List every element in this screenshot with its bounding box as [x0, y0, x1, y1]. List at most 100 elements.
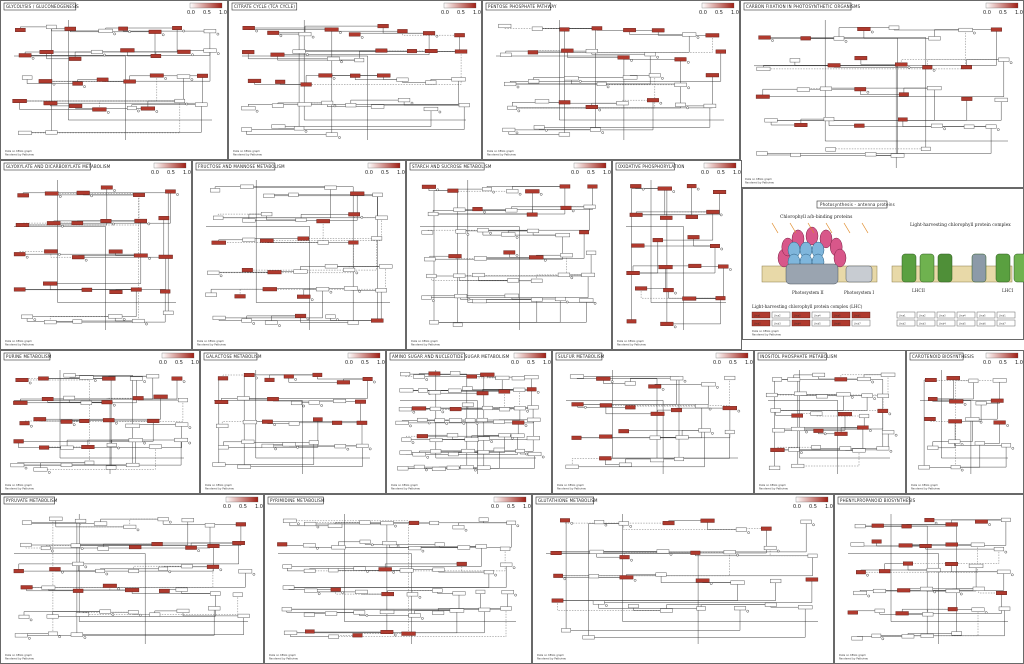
compound-node: [360, 215, 364, 219]
pathway-title-box: [555, 352, 603, 361]
gene-box: [495, 375, 510, 380]
light-arrow: [825, 222, 833, 234]
gene-box-highlighted: [695, 578, 710, 583]
reaction-edge: [934, 29, 997, 39]
compound-node: [143, 441, 146, 445]
gene-box: [176, 608, 190, 613]
reaction-edge: [908, 549, 1000, 564]
gene-box: [579, 298, 594, 303]
compound-node: [394, 524, 397, 528]
pathway-title-box: [743, 2, 852, 11]
gene-box: [125, 462, 140, 468]
gene-box: [464, 437, 479, 442]
gene-box: [395, 420, 409, 425]
gene-box: [448, 418, 463, 423]
scale-tick-label: 0.0: [223, 504, 231, 510]
gene-box: [418, 388, 428, 393]
compound-node: [427, 421, 431, 425]
gene-box-highlighted: [313, 417, 323, 422]
gene-box: [429, 437, 443, 443]
gene-box-highlighted: [297, 294, 311, 299]
reaction-edge: [47, 378, 178, 400]
gene-box-highlighted: [827, 63, 841, 68]
compound-node: [33, 318, 37, 322]
reaction-edge: [52, 593, 216, 617]
compound-node: [571, 209, 575, 213]
node-group: [498, 23, 727, 137]
gene-box: [527, 405, 539, 410]
compound-node: [823, 432, 827, 436]
compound-node: [122, 318, 126, 321]
gene-box-highlighted: [901, 524, 912, 529]
compound-node: [145, 322, 148, 326]
photosystem-ii-core: [785, 263, 839, 285]
reaction-edge: [74, 51, 97, 59]
reaction-edge: [248, 213, 267, 221]
compound-node: [539, 192, 543, 196]
node-group: [12, 24, 220, 135]
compound-node: [273, 423, 276, 427]
lhc-gene-label: Lhcb5: [814, 322, 821, 325]
gene-box: [791, 426, 805, 432]
gene-box: [1001, 443, 1012, 448]
gene-box: [123, 524, 137, 529]
gene-box-highlighted: [19, 421, 30, 426]
gene-box-highlighted: [961, 65, 973, 70]
gene-box-highlighted: [17, 193, 29, 198]
lhc-gene-box: [896, 319, 916, 327]
scale-tick-label: 1.0: [1015, 360, 1023, 366]
reaction-edge: [605, 432, 730, 459]
gene-box-highlighted: [348, 32, 361, 37]
reaction-edge: [966, 59, 1004, 68]
compound-node: [672, 190, 676, 193]
lhc-gene-label: Lhcb2: [754, 322, 761, 325]
reaction-edge: [46, 52, 76, 60]
main-flow-edge: [650, 180, 726, 303]
reaction-edge: [289, 520, 409, 634]
gene-box: [460, 465, 474, 470]
footer-line: Data on KEGG graph: [537, 653, 564, 657]
lhc-gene-label: Lhca3: [794, 314, 801, 317]
scale-tick-label: 0.0: [793, 504, 801, 510]
gene-box: [271, 124, 286, 129]
lhcb-protein: [833, 248, 847, 268]
compound-node: [963, 403, 967, 406]
gene-box: [864, 152, 877, 157]
gene-box-highlighted: [559, 184, 571, 189]
gene-box-highlighted: [924, 417, 936, 422]
gene-box: [240, 184, 254, 189]
gene-box: [596, 81, 607, 86]
compound-node: [182, 380, 186, 383]
gene-box: [993, 547, 1005, 552]
gene-box: [447, 452, 459, 457]
footer-line: Data on KEGG graph: [911, 483, 938, 487]
gene-box-highlighted: [262, 419, 273, 424]
gene-box: [399, 568, 414, 573]
gene-box: [561, 628, 571, 633]
compound-node: [661, 388, 665, 391]
gene-box: [528, 79, 540, 84]
gene-box: [530, 278, 543, 283]
compound-node: [517, 109, 521, 113]
gene-box: [205, 292, 217, 297]
color-scale-bar: [161, 352, 195, 359]
gene-box-highlighted: [587, 184, 598, 189]
gene-box-highlighted: [20, 585, 33, 590]
gene-box-highlighted: [813, 428, 824, 433]
compound-node: [629, 525, 633, 528]
pathway-title: PYRIMIDINE METABOLISM: [270, 498, 325, 503]
gene-box: [14, 633, 28, 638]
gene-box-highlighted: [350, 191, 365, 196]
lhc-gene-box: [831, 319, 851, 327]
gene-box-highlighted: [96, 77, 109, 82]
footer-line: Rendered by Pathview: [411, 343, 441, 347]
gene-box: [807, 553, 818, 558]
reaction-edge: [557, 600, 667, 611]
gene-box: [765, 392, 778, 398]
gene-box-highlighted: [551, 598, 564, 603]
gene-box-highlighted: [480, 372, 495, 377]
gene-box-highlighted: [60, 419, 73, 424]
gene-box: [359, 539, 371, 544]
